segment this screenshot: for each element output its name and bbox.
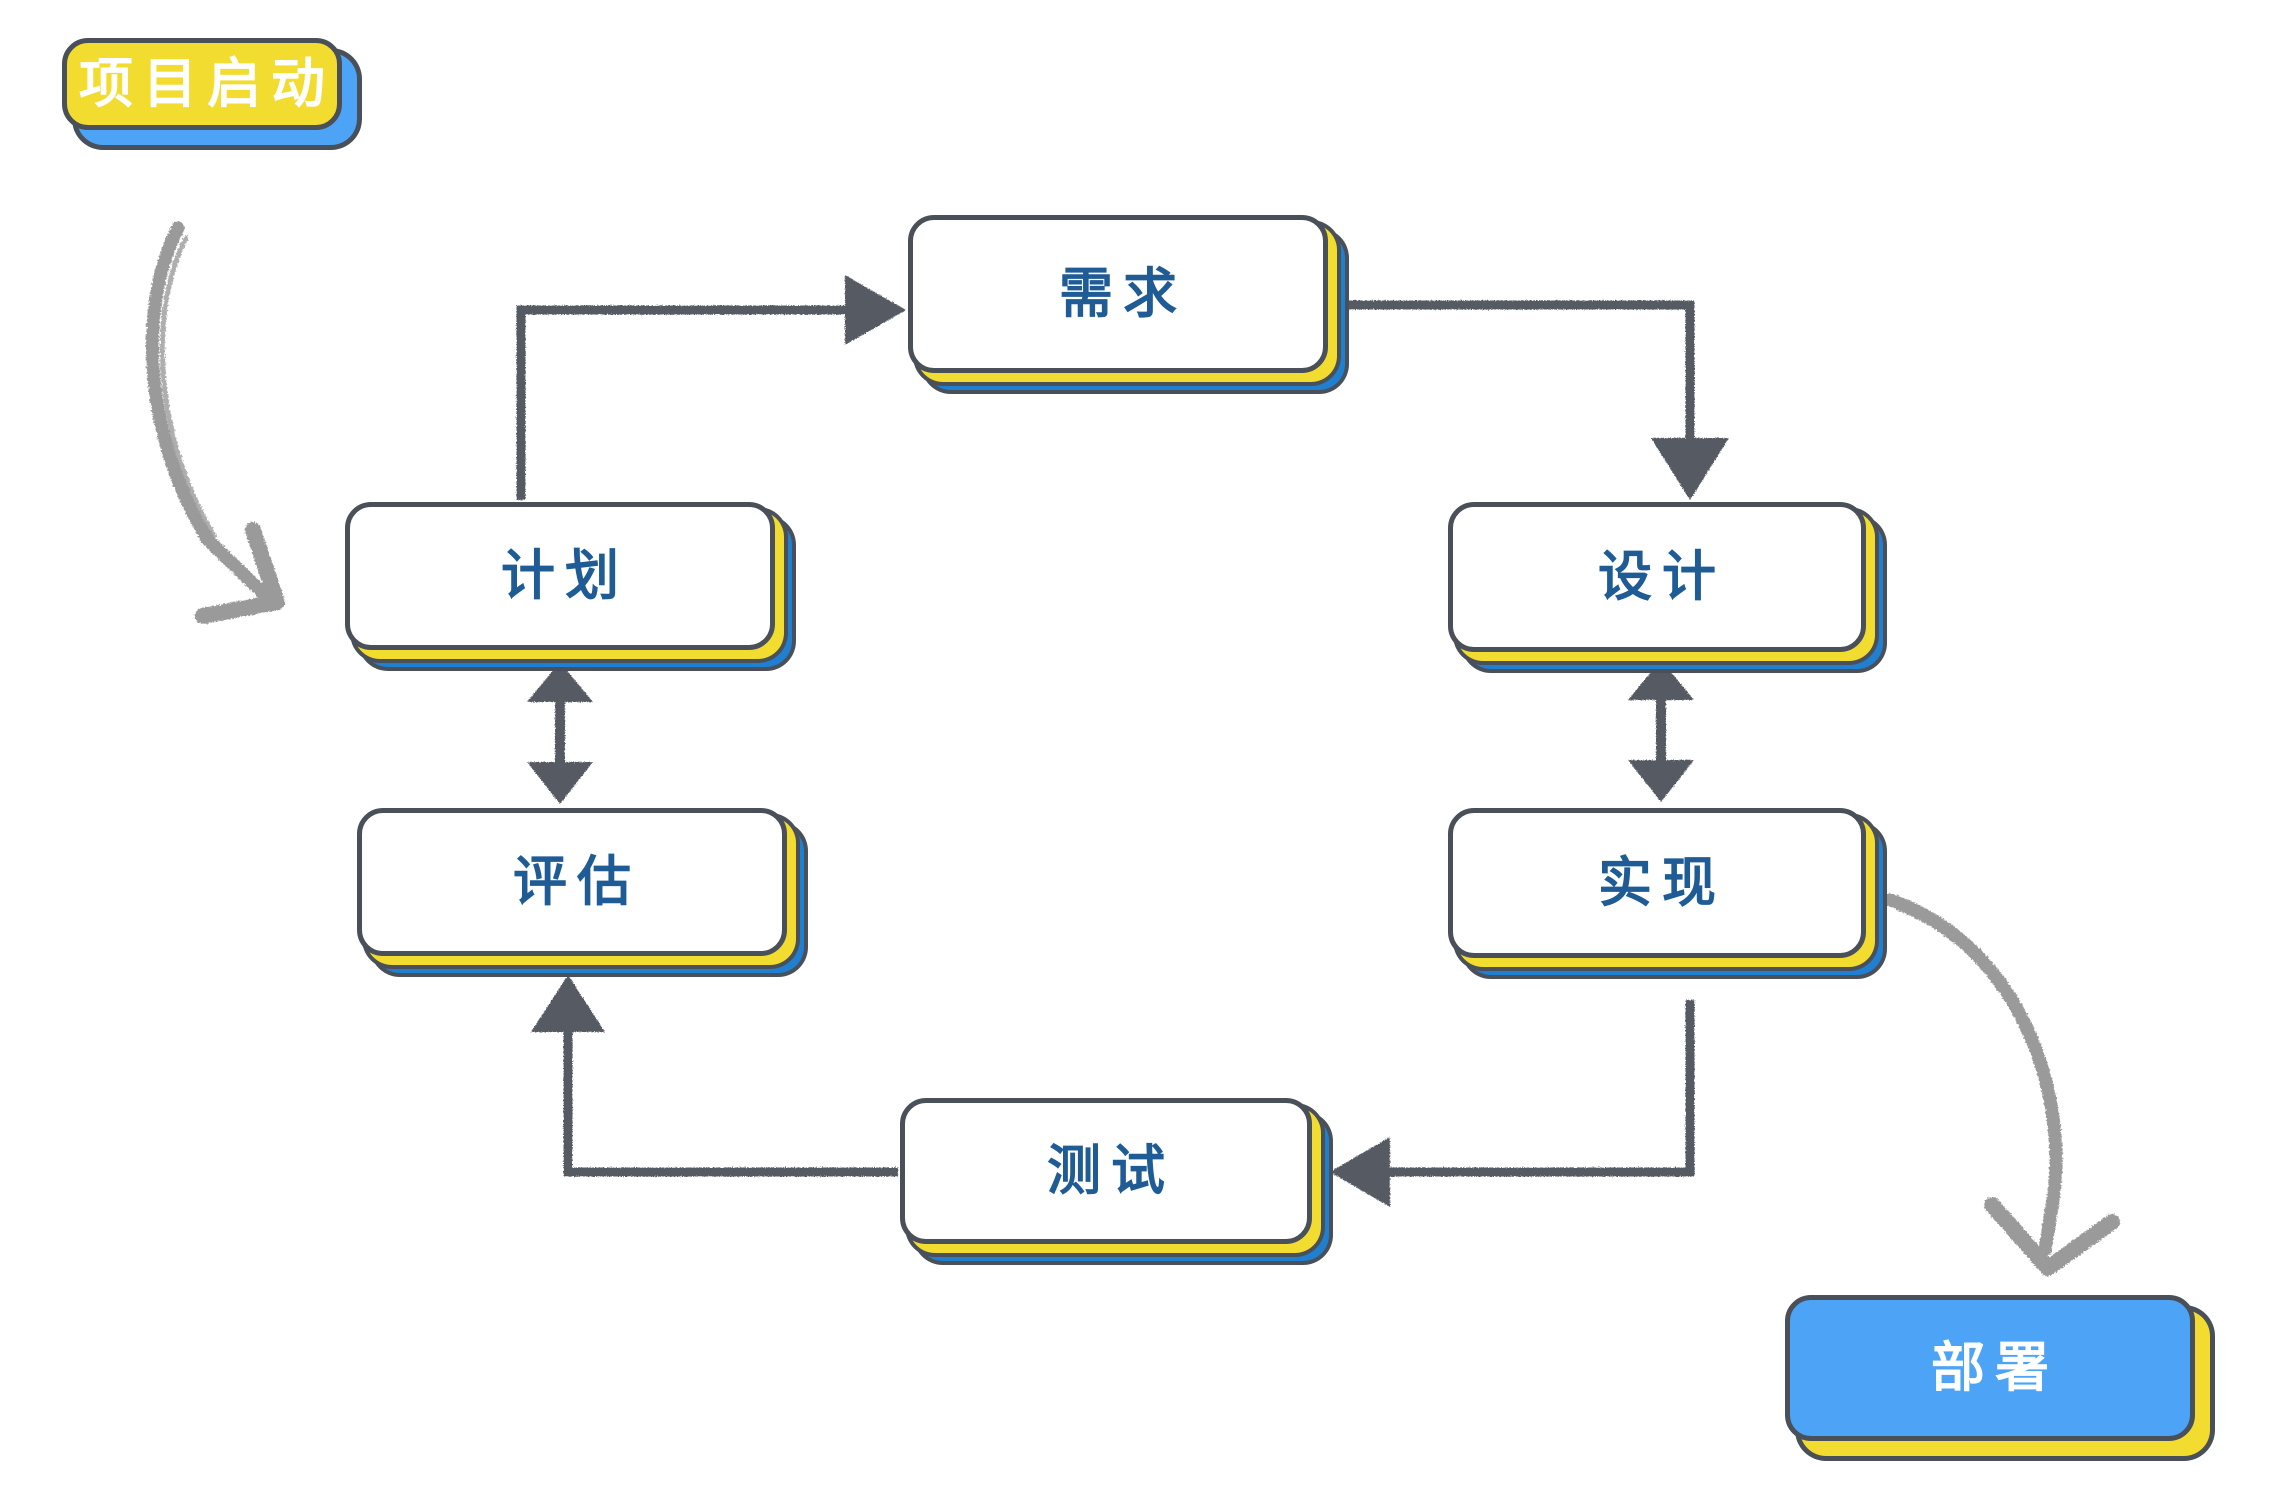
node-label: 测试 xyxy=(1047,1139,1175,1202)
node-label: 项目启动 xyxy=(79,52,335,115)
node-label: 设计 xyxy=(1598,545,1726,608)
node-label: 实现 xyxy=(1598,851,1726,914)
edge-review-to-plan xyxy=(527,662,593,804)
edge-req-to-design xyxy=(1332,300,1729,500)
edge-impl-to-deploy xyxy=(1883,893,2120,1276)
edge-design-to-impl xyxy=(1628,660,1694,802)
node-planning[interactable]: 计划 xyxy=(345,502,775,650)
node-deployment[interactable]: 部署 xyxy=(1785,1295,2195,1441)
node-testing[interactable]: 测试 xyxy=(900,1098,1312,1244)
node-label: 需求 xyxy=(1059,262,1187,325)
node-label: 评估 xyxy=(513,850,641,913)
node-review[interactable]: 评估 xyxy=(357,808,787,956)
edge-impl-to-test xyxy=(1330,1000,1695,1207)
node-label: 计划 xyxy=(501,544,629,607)
edge-plan-to-req xyxy=(516,275,906,500)
node-design[interactable]: 设计 xyxy=(1448,502,1866,652)
edge-test-to-review xyxy=(531,975,898,1177)
node-label: 部署 xyxy=(1931,1336,2059,1399)
node-requirements[interactable]: 需求 xyxy=(908,215,1328,373)
node-implementation[interactable]: 实现 xyxy=(1448,808,1866,958)
node-start[interactable]: 项目启动 xyxy=(62,38,342,130)
edge-start-to-plan xyxy=(145,221,285,624)
